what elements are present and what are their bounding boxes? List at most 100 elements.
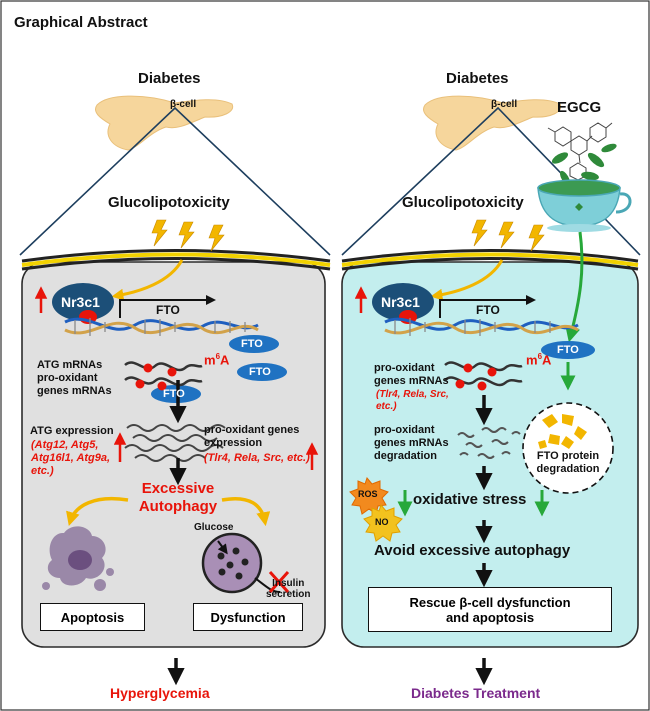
text-line: etc.)	[376, 401, 397, 412]
m6a-a: A	[542, 352, 552, 368]
prooxidant-expression-label: pro-oxidant genes expression	[204, 424, 299, 450]
right-membrane	[341, 249, 639, 271]
fto-protein-label: FTO	[249, 366, 271, 378]
fto-protein-label: FTO	[241, 338, 263, 350]
text-line: pro-oxidant	[374, 362, 435, 374]
no-label: NO	[375, 517, 389, 527]
dna-icon	[64, 317, 259, 336]
diabetes-label-right: Diabetes	[446, 70, 509, 87]
text-line: Autophagy	[138, 498, 218, 515]
text-line: Excessive	[141, 480, 215, 497]
gene-promoter-arrow	[119, 295, 216, 318]
nr3c1-label-right: Nr3c1	[381, 294, 420, 310]
text-line: (Tlr4, Rela, Src,	[376, 389, 449, 400]
m6a-m: m	[204, 352, 216, 368]
m6a-m: m	[526, 352, 538, 368]
pancreas-icon	[95, 95, 234, 151]
glucolipotoxicity-label-left: Glucolipotoxicity	[108, 194, 230, 211]
text-line: Insulin	[272, 578, 305, 589]
fto-gene-label-right: FTO	[476, 303, 500, 317]
text-line: and apoptosis	[445, 609, 535, 625]
mrna-icon	[444, 361, 523, 391]
avoid-autophagy-label: Avoid excessive autophagy	[374, 542, 571, 559]
m6a-a: A	[220, 352, 230, 368]
m6a-sup: 6	[215, 352, 221, 361]
mrna-icon	[124, 361, 203, 391]
egcg-molecule-icon	[547, 122, 613, 181]
glucose-label: Glucose	[194, 522, 234, 533]
text-line: Rescue β-cell dysfunction	[409, 594, 571, 610]
text-line: ATG mRNAs	[37, 359, 103, 371]
text-line: degradation	[374, 450, 437, 462]
no-burst-icon	[363, 503, 403, 542]
atg-genes-list: (Atg12, Atg5, Atg16l1, Atg9a, etc.)	[31, 439, 110, 478]
outcome-arrow	[66, 497, 129, 527]
secretion-arrow	[254, 577, 281, 593]
diabetes-treatment-outcome: Diabetes Treatment	[411, 685, 541, 701]
lightning-icon	[471, 219, 488, 247]
excessive-autophagy-label: Excessive Autophagy	[118, 480, 238, 516]
oxidative-stress-label: oxidative stress	[413, 491, 527, 508]
lightning-icon	[151, 219, 168, 247]
atg-mrnas-label: ATG mRNAs pro-oxidant genes mRNAs	[37, 359, 112, 398]
stress-arrow	[430, 259, 504, 301]
beta-cell-label-left: β-cell	[170, 99, 197, 110]
m6a-label-right: m6A	[526, 352, 551, 367]
text-line: etc.)	[31, 465, 54, 477]
stress-arrow	[111, 259, 184, 301]
left-membrane	[21, 249, 331, 271]
lightning-icon	[178, 221, 195, 249]
apoptosis-box: Apoptosis	[40, 603, 145, 631]
ros-label: ROS	[358, 489, 378, 499]
beta-cell-label-right: β-cell	[491, 99, 518, 110]
mrna-degradation-label: pro-oxidant genes mRNAs degradation	[374, 424, 449, 463]
fto-protein-icon	[229, 335, 279, 353]
outcome-arrow	[221, 497, 271, 527]
text-line: (Atg12, Atg5,	[31, 439, 99, 451]
text-line: pro-oxidant genes	[204, 424, 300, 436]
text-line: genes mRNAs	[37, 385, 112, 397]
mrna-strands-icon	[124, 424, 226, 462]
lightning-icon	[498, 221, 515, 249]
text-line: degradation	[536, 463, 600, 475]
dna-icon	[384, 317, 579, 336]
blocked-x-icon	[268, 570, 290, 594]
lightning-icon	[208, 224, 225, 252]
beta-cell-icon	[201, 532, 263, 594]
degraded-mrna-icon	[457, 427, 521, 459]
insulin-secretion-label: Insulin secretion	[266, 578, 310, 600]
fto-protein-label: FTO	[163, 388, 185, 400]
rescue-box: Rescue β-cell dysfunction and apoptosis	[368, 587, 612, 632]
diabetes-label-left: Diabetes	[138, 70, 201, 87]
text-line: expression	[204, 437, 263, 449]
fto-gene-label-left: FTO	[156, 303, 180, 317]
glucolipotoxicity-label-right: Glucolipotoxicity	[402, 194, 524, 211]
text-line: pro-oxidant	[37, 372, 98, 384]
fto-fragments-icon	[538, 414, 587, 449]
magnification-cone	[19, 106, 331, 256]
text-line: genes mRNAs	[374, 437, 449, 449]
egcg-label: EGCG	[557, 99, 602, 116]
fto-protein-label: FTO	[557, 344, 579, 356]
text-line: Atg16l1, Atg9a,	[31, 452, 111, 464]
hyperglycemia-outcome: Hyperglycemia	[110, 685, 210, 701]
atg-expression-label: ATG expression	[30, 425, 114, 437]
pancreas-icon	[423, 95, 562, 151]
lightning-icon	[528, 224, 545, 252]
fto-degradation-label: FTO protein degradation	[535, 450, 601, 476]
text-line: secretion	[266, 589, 311, 600]
glucose-arrow	[217, 540, 228, 555]
gene-promoter-arrow	[439, 295, 536, 318]
m6a-label-left: m6A	[204, 352, 229, 367]
m6a-sup: 6	[537, 352, 543, 361]
tea-cup-icon	[537, 179, 632, 232]
figure-title: Graphical Abstract	[14, 14, 148, 31]
prooxidant-genes-list: (Tlr4, Rela, Src, etc.)	[204, 452, 310, 464]
text-line: pro-oxidant	[374, 424, 435, 436]
fto-protein-icon	[237, 363, 287, 381]
prooxidant-genes-list-right: (Tlr4, Rela, Src, etc.)	[376, 389, 449, 413]
fto-protein-icon	[541, 341, 595, 359]
ros-burst-icon	[349, 476, 389, 515]
